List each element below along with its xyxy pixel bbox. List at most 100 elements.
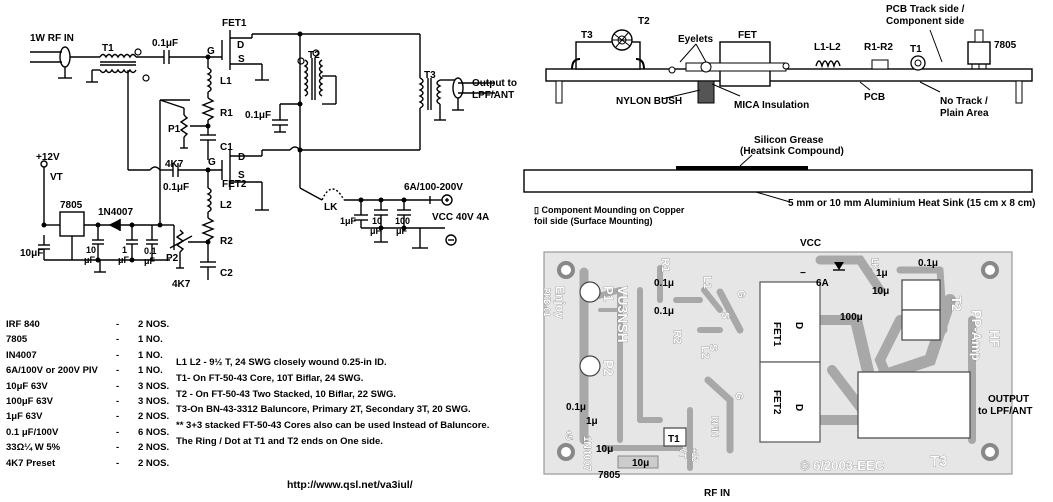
pcb-enjoy-label: Enjoy: [553, 286, 567, 319]
note-line: T3-On BN-43-3312 Baluncore, Primary 2T, …: [176, 404, 471, 416]
mech-l1l2-label: L1-L2: [814, 42, 841, 53]
part-name: 10μF 63V: [6, 380, 48, 392]
pcb-t3-label: T3: [930, 453, 948, 470]
p2-label: P2: [166, 253, 179, 264]
mech-pcb-track-label: PCB Track side /: [886, 4, 965, 15]
pcb-c01d-label: 0.1μ: [566, 402, 586, 413]
t3-label: T3: [424, 70, 436, 81]
note-line: L1 L2 - 9½ T, 24 SWG closely wound 0.25-…: [176, 357, 387, 368]
part-dash: -: [116, 380, 120, 392]
mech-eyelets-label: Eyelets: [678, 34, 713, 45]
part-dash: -: [116, 457, 120, 469]
part-dash: -: [116, 334, 120, 346]
lk-label: LK: [324, 202, 338, 213]
pcb-t2-label: T2: [949, 296, 964, 311]
output-label: Output to: [472, 78, 517, 89]
part-dash: -: [116, 349, 120, 361]
part-qty: 3 NOS.: [138, 380, 170, 392]
part-qty: 6 NOS.: [138, 426, 170, 438]
pcb-r1-label: R1: [659, 258, 671, 272]
rf-in-label: 1W RF IN: [30, 33, 74, 44]
mounting-note-line2: foil side (Surface Mounting): [534, 216, 653, 226]
part-name: IRF 840: [6, 319, 40, 330]
c10b-unit: μF: [84, 255, 96, 265]
v12-label: +12V: [36, 152, 60, 163]
pcb-fet1-label: FET1: [771, 322, 782, 347]
pcb-pkd-label: PKD-01: [542, 288, 551, 317]
note-line: T2 - On FT-50-43 Two Stacked, 10 Biflar,…: [176, 388, 396, 400]
r1-label: R1: [220, 108, 233, 119]
pcb-callsign-label: VU3NSH: [615, 286, 631, 343]
pcb-layout: [543, 251, 1013, 475]
pcb-g1-label: G: [735, 290, 746, 298]
part-name: IN4007: [6, 349, 37, 361]
part-qty: 1 NO.: [138, 334, 163, 346]
part-qty: 3 NOS.: [138, 396, 170, 408]
part-qty: 2 NOS.: [138, 457, 170, 469]
pcb-c1a-label: 1μ: [876, 268, 888, 279]
note-line: The Ring / Dot at T1 and T2 ends on One …: [176, 435, 383, 447]
d2-label: D: [238, 152, 245, 163]
pcb-p1-label: P1: [601, 286, 616, 302]
c10b-label: 10: [86, 245, 96, 255]
pcb-diode-label: 1N4007: [581, 436, 592, 471]
pcb-copyright-label: © 6/2003-EEC: [800, 458, 885, 473]
mounting-note-line1: ▯ Component Mounding on Copper: [534, 205, 685, 215]
output-label-2: LPF/ANT: [472, 90, 514, 101]
part-qty: 1 NO.: [138, 349, 163, 361]
mech-7805-label: 7805: [994, 40, 1017, 51]
parts-row: 10μF 63V - 3 NOS.: [6, 379, 176, 394]
mech-plain-label: Plain Area: [940, 108, 989, 119]
g2-label: G: [208, 157, 216, 168]
schematic-wiring: [30, 30, 495, 280]
pcb-r2-label: R2: [671, 330, 683, 344]
l2-label: L2: [220, 200, 232, 211]
part-name: 6A/100V or 200V PIV: [6, 365, 98, 377]
part-name: 4K7 Preset: [6, 457, 56, 469]
pcb-fet2-label: FET2: [771, 390, 782, 415]
source-url[interactable]: http://www.qsl.net/va3iul/: [287, 479, 413, 491]
c1u-unit: μF: [118, 255, 130, 265]
part-dash: -: [116, 426, 120, 438]
c100-unit: μF: [396, 226, 408, 236]
c01d-label: 0.1: [144, 246, 157, 256]
note-line: ** 3+3 stacked FT-50-43 Cores also can b…: [176, 420, 490, 432]
c01-label-a: 0.1μF: [245, 110, 271, 121]
fet2-label: FET2: [222, 179, 247, 190]
schematic-rings: [134, 48, 320, 82]
part-qty: 2 NOS.: [138, 442, 170, 454]
pcb-c01c-label: 0.1μ: [654, 306, 674, 317]
vt-label: VT: [50, 172, 63, 183]
pcb-d2-label: D: [793, 404, 804, 411]
diode-label: 1N4007: [98, 207, 133, 218]
c10-label: 10μF: [20, 248, 43, 259]
l1-label: L1: [220, 76, 232, 87]
pcb-t1-label: T1: [668, 434, 680, 445]
t1-label: T1: [102, 43, 114, 54]
mounting-note: ▯ Component Mounding on Copper foil side…: [534, 205, 734, 227]
vcc-label: VCC 40V 4A: [432, 212, 489, 223]
pcb-rfin-label: RF IN: [704, 488, 730, 499]
pcb-plus12-label: +12: [690, 448, 699, 462]
pcb-c10a-label: 10μ: [872, 286, 889, 297]
pcb-lk-label: LK: [870, 258, 880, 270]
parts-row: IN4007 - 1 NO.: [6, 348, 176, 363]
pcb-g2-label: G: [733, 392, 744, 400]
pcb-output-label-2: to LPF/ANT: [978, 406, 1032, 417]
parts-list: IRF 840-2 NOS. 7805-1 NO. IN4007-1 NO. 6…: [6, 317, 176, 471]
pcb-plus5-label: +5: [564, 430, 574, 440]
pcb-l1-label: L1: [701, 276, 713, 289]
fuse-label: 6A/100-200V: [404, 182, 463, 193]
c1uf-label: 1μF: [340, 216, 357, 226]
parts-row: 100μF 63V-3 NOS.: [6, 394, 176, 409]
pcb-output-label: OUTPUT: [988, 394, 1029, 405]
pcb-vt-label: VT: [678, 448, 687, 458]
pcb-c1b-label: 1μ: [586, 416, 598, 427]
mech-nylon-label: NYLON BUSH: [616, 96, 682, 107]
p1-label: P1: [168, 124, 181, 135]
pcb-l2-label: L2: [699, 346, 711, 359]
mech-t1-label: T1: [910, 44, 922, 55]
pcb-s2-label: S: [707, 344, 719, 351]
mechanical-view: [523, 29, 1033, 203]
part-dash: -: [116, 396, 120, 408]
